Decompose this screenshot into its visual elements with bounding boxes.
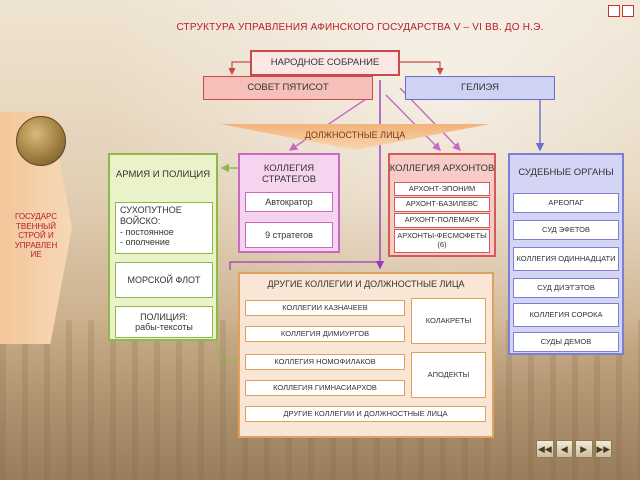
other-item: АПОДЕКТЫ bbox=[411, 352, 486, 398]
archons-title: КОЛЛЕГИЯ АРХОНТОВ bbox=[389, 162, 495, 174]
nine-strategists-box: 9 стратегов bbox=[245, 222, 333, 248]
archon-eponym-box: АРХОНТ-ЭПОНИМ bbox=[394, 182, 490, 196]
police-title: ПОЛИЦИЯ: bbox=[140, 311, 188, 322]
other-item: КОЛАКРЕТЫ bbox=[411, 298, 486, 344]
next-slide-button[interactable]: ▶ bbox=[575, 440, 593, 458]
court-item: СУД ЭФЕТОВ bbox=[513, 220, 619, 240]
autokrator-box: Автократор bbox=[245, 192, 333, 212]
infantry-item: - ополчение bbox=[120, 237, 170, 248]
archon-thesmothetai-box: АРХОНТЫ-ФЕСМОФЕТЫ (6) bbox=[394, 229, 490, 253]
assembly-box: НАРОДНОЕ СОБРАНИЕ bbox=[250, 50, 400, 76]
close-icon[interactable] bbox=[622, 5, 634, 17]
side-label: ГОСУДАРС ТВЕННЫЙ СТРОЙ И УПРАВЛЕН ИЕ bbox=[14, 212, 58, 260]
council-box: СОВЕТ ПЯТИСОТ bbox=[203, 76, 373, 100]
coin-image bbox=[16, 116, 66, 166]
courts-title: СУДЕБНЫЕ ОРГАНЫ bbox=[518, 166, 614, 178]
heliaia-box: ГЕЛИЭЯ bbox=[405, 76, 555, 100]
court-item: КОЛЛЕГИЯ СОРОКА bbox=[513, 303, 619, 327]
archon-polemarch-box: АРХОНТ-ПОЛЕМАРХ bbox=[394, 213, 490, 228]
other-item: КОЛЛЕГИИ КАЗНАЧЕЕВ bbox=[245, 300, 405, 316]
other-item: КОЛЛЕГИЯ ГИМНАСИАРХОВ bbox=[245, 380, 405, 396]
strategists-title: КОЛЛЕГИЯ СТРАТЕГОВ bbox=[261, 163, 317, 185]
other-item: КОЛЛЕГИЯ НОМОФИЛАКОВ bbox=[245, 354, 405, 370]
court-item: КОЛЛЕГИЯ ОДИННАДЦАТИ bbox=[513, 247, 619, 271]
window-controls[interactable] bbox=[606, 4, 636, 18]
minimize-icon[interactable] bbox=[608, 5, 620, 17]
infantry-title: СУХОПУТНОЕ ВОЙСКО: bbox=[120, 205, 182, 226]
archon-basileus-box: АРХОНТ-БАЗИЛЕВС bbox=[394, 197, 490, 212]
slide-navigation: ◀◀ ◀ ▶ ▶▶ bbox=[536, 440, 612, 458]
prev-slide-button[interactable]: ◀ bbox=[555, 440, 573, 458]
other-item: КОЛЛЕГИЯ ДИМИУРГОВ bbox=[245, 326, 405, 342]
navy-box: МОРСКОЙ ФЛОТ bbox=[115, 262, 213, 298]
officials-label: ДОЛЖНОСТНЫЕ ЛИЦА bbox=[304, 130, 406, 140]
court-item: СУДЫ ДЕМОВ bbox=[513, 332, 619, 352]
court-item: АРЕОПАГ bbox=[513, 193, 619, 213]
infantry-item: - постоянное bbox=[120, 226, 174, 237]
army-title: АРМИЯ И ПОЛИЦИЯ bbox=[115, 168, 211, 180]
police-sub: рабы-тексоты bbox=[135, 322, 193, 332]
court-item: СУД ДИЭТЭТОВ bbox=[513, 278, 619, 298]
first-slide-button[interactable]: ◀◀ bbox=[536, 440, 554, 458]
other-item: ДРУГИЕ КОЛЛЕГИИ И ДОЛЖНОСТНЫЕ ЛИЦА bbox=[245, 406, 486, 422]
other-collegia-title: ДРУГИЕ КОЛЛЕГИИ И ДОЛЖНОСТНЫЕ ЛИЦА bbox=[267, 278, 465, 289]
police-box: ПОЛИЦИЯ: рабы-тексоты bbox=[115, 306, 213, 338]
page-title: СТРУКТУРА УПРАВЛЕНИЯ АФИНСКОГО ГОСУДАРСТ… bbox=[176, 22, 544, 33]
infantry-box: СУХОПУТНОЕ ВОЙСКО: - постоянное - ополче… bbox=[115, 202, 213, 254]
last-slide-button[interactable]: ▶▶ bbox=[594, 440, 612, 458]
